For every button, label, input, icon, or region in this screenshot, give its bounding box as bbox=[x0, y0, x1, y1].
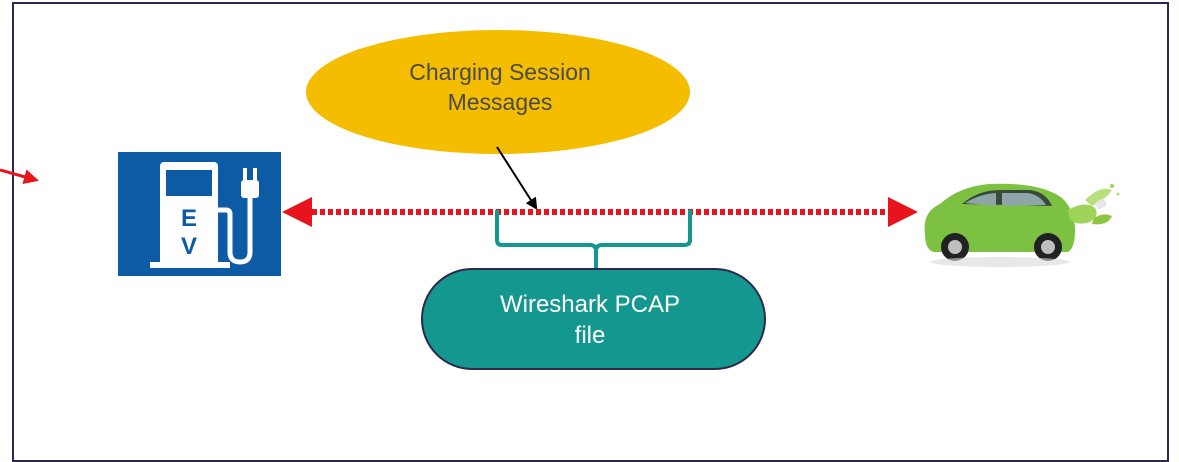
session-label-line1: Charging Session bbox=[409, 59, 591, 85]
pcap-file-box bbox=[421, 268, 766, 370]
diagram-canvas: E V bbox=[0, 30, 1120, 370]
pcap-label-line1: Wireshark PCAP bbox=[499, 291, 681, 318]
session-label-line2: Messages bbox=[447, 89, 553, 115]
ev-letter-bottom: V bbox=[181, 233, 197, 260]
pcap-file-label: Wireshark PCAP file bbox=[420, 289, 760, 351]
electric-car-icon bbox=[924, 183, 1120, 267]
capture-bracket bbox=[495, 210, 692, 268]
session-messages-label: Charging Session Messages bbox=[330, 57, 670, 117]
session-pointer-arrow bbox=[496, 146, 538, 211]
left-edge-arrow bbox=[0, 168, 39, 185]
session-messages-ellipse bbox=[306, 30, 690, 154]
ev-letter-top: E bbox=[181, 205, 197, 232]
pcap-label-line2: file bbox=[574, 322, 606, 349]
ev-charging-station-icon: E V bbox=[118, 152, 281, 276]
